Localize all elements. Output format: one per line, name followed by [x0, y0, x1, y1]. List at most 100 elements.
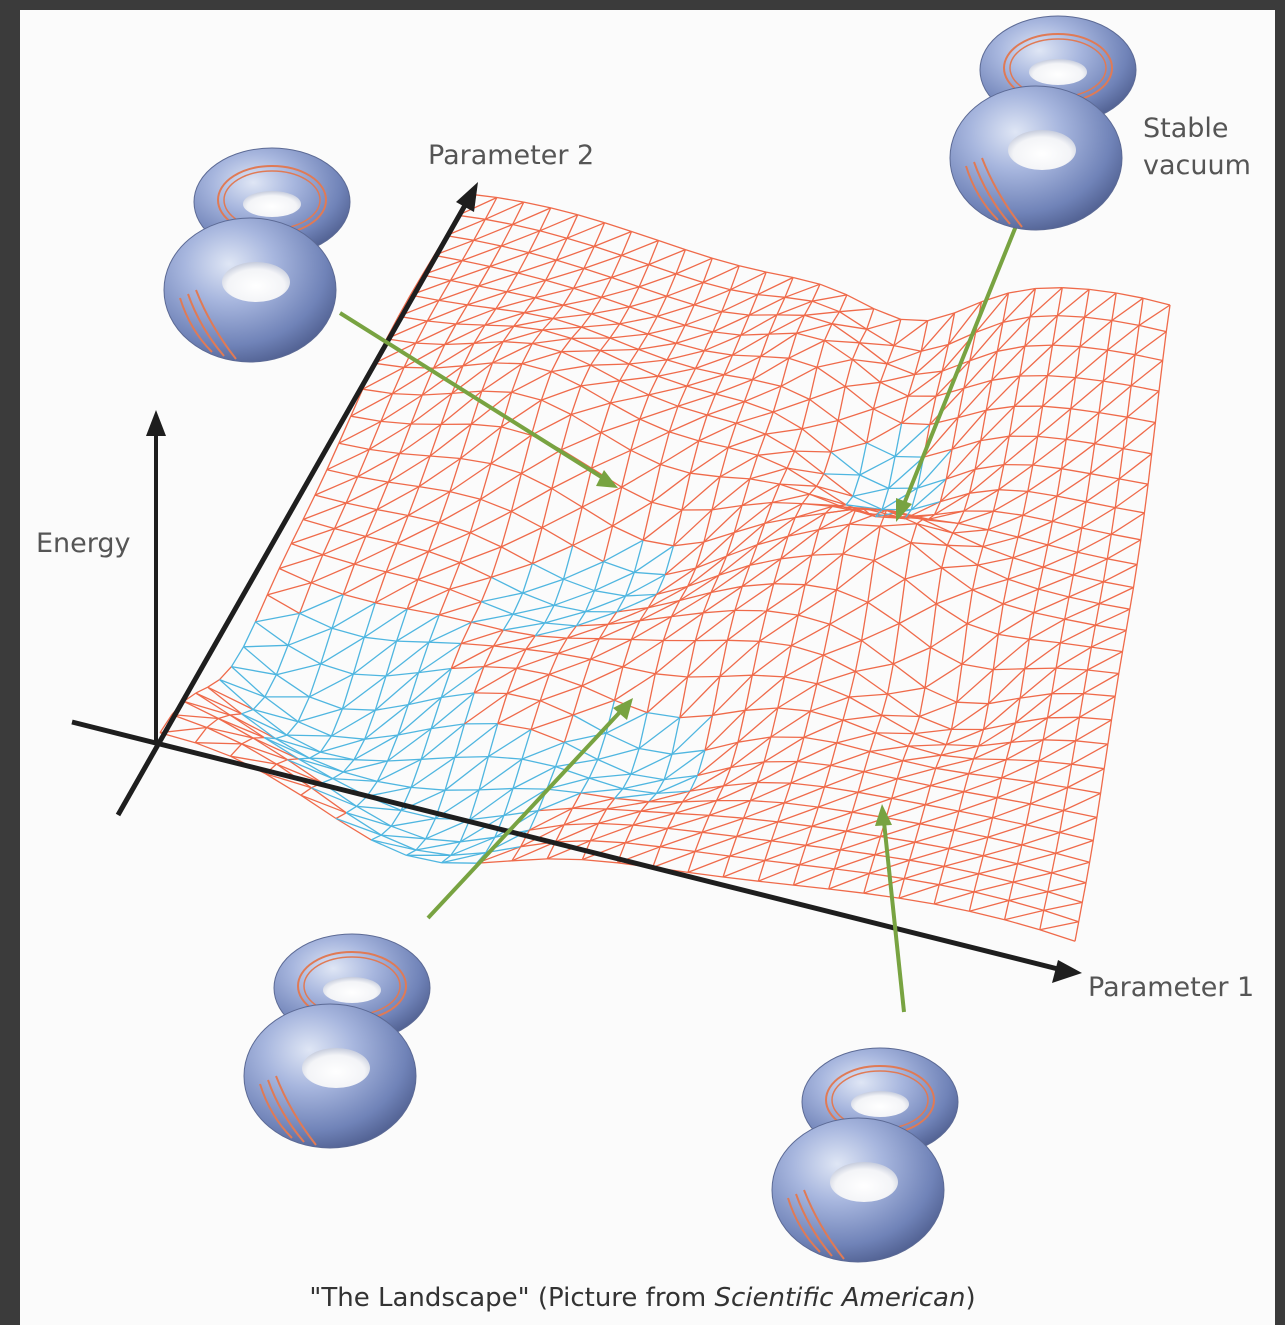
- mesh-line: [818, 791, 859, 808]
- mesh-line: [622, 773, 632, 790]
- mesh-line: [667, 813, 676, 829]
- mesh-line: [721, 289, 732, 312]
- mesh-line: [702, 585, 743, 614]
- mesh-line: [796, 315, 805, 334]
- mesh-line: [811, 300, 840, 313]
- mesh-line: [689, 785, 724, 792]
- mesh-line: [503, 788, 514, 816]
- mesh-line: [710, 585, 743, 594]
- mesh-line: [924, 687, 957, 703]
- mesh-line: [563, 578, 595, 592]
- mesh-line: [669, 414, 708, 433]
- mesh-line: [966, 623, 999, 636]
- mesh-line: [721, 311, 750, 316]
- mesh-line: [935, 589, 973, 605]
- mesh-line: [666, 342, 677, 361]
- mesh-line: [581, 506, 613, 527]
- mesh-line: [1154, 391, 1160, 423]
- mesh-line: [374, 579, 419, 604]
- mesh-line: [1070, 408, 1100, 414]
- mesh-line: [1090, 625, 1097, 648]
- mesh-line: [659, 831, 703, 848]
- mesh-line: [450, 279, 479, 287]
- mesh-line: [866, 328, 895, 347]
- mesh-line: [1081, 882, 1087, 903]
- mesh-line: [780, 529, 820, 560]
- mesh-line: [356, 805, 392, 827]
- mesh-line: [648, 248, 686, 266]
- mesh-line: [276, 759, 288, 765]
- mesh-line: [535, 625, 577, 637]
- mesh-line: [844, 385, 874, 410]
- mesh-line: [473, 239, 502, 247]
- mesh-line: [703, 331, 714, 351]
- mesh-line: [621, 486, 653, 503]
- mesh-line: [940, 745, 979, 756]
- mesh-line: [326, 469, 358, 478]
- mesh-line: [352, 640, 397, 675]
- mesh-line: [687, 851, 696, 873]
- mesh-line: [1024, 642, 1061, 670]
- mesh-line: [218, 717, 254, 739]
- mesh-line: [797, 589, 837, 616]
- mesh-line: [580, 364, 592, 387]
- mesh-line: [904, 578, 937, 605]
- mesh-line: [770, 707, 779, 738]
- mesh-line: [1025, 803, 1032, 826]
- mesh-line: [741, 478, 751, 506]
- mesh-line: [1094, 443, 1124, 450]
- mesh-line: [991, 345, 1026, 381]
- mesh-line: [310, 582, 344, 596]
- mesh-line: [1035, 287, 1063, 290]
- mesh-line: [772, 386, 782, 413]
- mesh-line: [1138, 298, 1144, 326]
- mesh-line: [1017, 536, 1048, 546]
- mesh-line: [839, 831, 847, 851]
- mesh-line: [869, 745, 909, 753]
- mesh-line: [1043, 739, 1076, 742]
- mesh-line: [958, 797, 998, 812]
- mesh-line: [726, 522, 766, 557]
- mesh-line: [925, 791, 965, 806]
- mesh-line: [1107, 558, 1138, 566]
- mesh-line: [777, 676, 786, 709]
- mesh-line: [219, 678, 266, 698]
- mesh-line: [1052, 520, 1082, 529]
- mesh-line: [1038, 588, 1070, 598]
- mesh-line: [467, 304, 496, 310]
- mesh-line: [741, 558, 782, 587]
- mesh-line: [455, 308, 497, 325]
- mesh-line: [331, 594, 344, 629]
- mesh-line: [816, 485, 847, 506]
- mesh-line: [555, 237, 568, 261]
- mesh-line: [920, 312, 956, 352]
- mesh-line: [695, 541, 705, 569]
- mesh-line: [510, 473, 523, 512]
- mesh-line: [987, 668, 1026, 705]
- mesh-line: [438, 280, 452, 301]
- mesh-line: [929, 396, 937, 425]
- mesh-line: [756, 516, 796, 546]
- mesh-line: [546, 840, 591, 860]
- mesh-line: [803, 711, 812, 738]
- mesh-line: [824, 786, 859, 793]
- mesh-line: [517, 252, 530, 274]
- mesh-line: [711, 478, 751, 511]
- mesh-line: [929, 603, 937, 648]
- mesh-line: [460, 426, 502, 460]
- mesh-line: [529, 807, 573, 831]
- mesh-line: [756, 761, 765, 783]
- mesh-line: [904, 567, 942, 580]
- mesh-line: [311, 787, 347, 814]
- mesh-line: [562, 287, 575, 306]
- mesh-line: [551, 449, 563, 489]
- mesh-line: [910, 478, 947, 511]
- mesh-line: [1073, 558, 1108, 576]
- mesh-line: [681, 476, 721, 511]
- mesh-line: [803, 719, 844, 738]
- mesh-line: [418, 485, 451, 493]
- mesh-line: [811, 553, 844, 556]
- mesh-line: [794, 503, 803, 518]
- mesh-line: [671, 714, 713, 755]
- mesh-line: [914, 841, 950, 850]
